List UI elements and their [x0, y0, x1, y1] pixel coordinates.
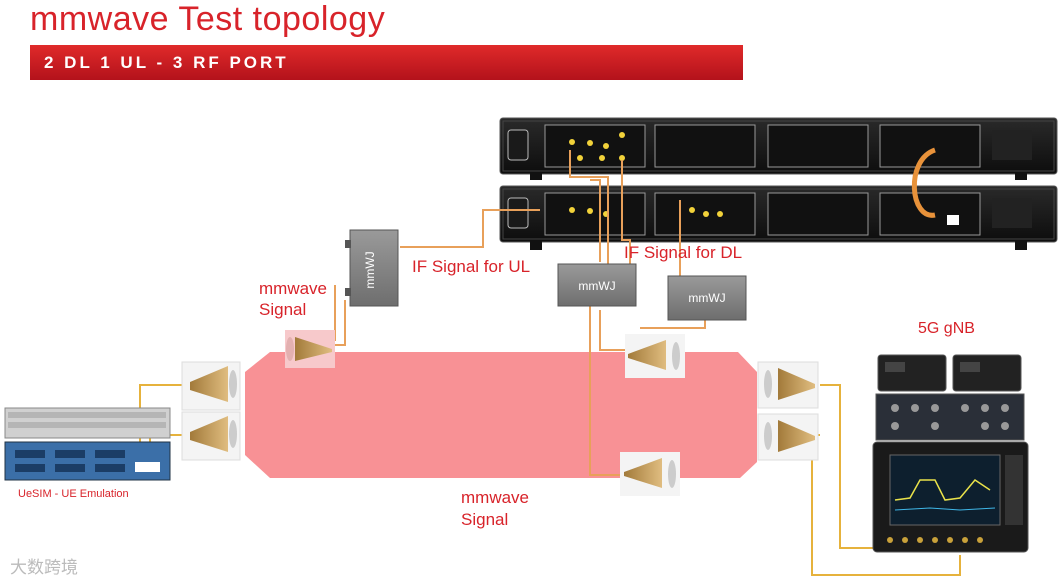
horn-antenna-chamber-dl2 [620, 452, 680, 496]
mmwj-converter-1: mmWJ [345, 229, 399, 307]
mmwave-signal-left-line1: mmwave [259, 279, 328, 298]
horn-antenna-right-top [757, 361, 819, 409]
mmwave-signal-bottom-line1: mmwave [461, 488, 530, 507]
if-signal-ul-label: IF Signal for UL [412, 257, 531, 276]
subtitle-text: 2 DL 1 UL - 3 RF PORT [44, 53, 289, 72]
mmwave-signal-left-line2: Signal [259, 300, 307, 319]
rf-head-rack-top [499, 117, 1058, 180]
page-title: mmwave Test topology [30, 0, 386, 38]
mmwj-converter-3: mmWJ [667, 275, 747, 321]
loopback-cable [911, 147, 937, 218]
rf-chamber [245, 352, 757, 478]
mmwj-converter-1-label: mmWJ [363, 251, 377, 288]
horn-antenna-right-bottom [757, 413, 819, 461]
gnb-equipment [872, 354, 1029, 553]
mmwave-signal-bottom-line2: Signal [461, 510, 509, 529]
uesim-label: UeSIM - UE Emulation [18, 488, 129, 500]
gnb-label: 5G gNB [918, 320, 975, 337]
if-signal-dl-label: IF Signal for DL [624, 243, 743, 262]
horn-antenna-chamber-dl1 [625, 334, 685, 378]
mmwj-converter-2-label: mmWJ [578, 279, 615, 293]
subtitle-banner: 2 DL 1 UL - 3 RF PORT [30, 45, 743, 80]
mmwj-converter-2: mmWJ [557, 263, 637, 307]
horn-antenna-left-top [181, 361, 241, 411]
uesim-equipment [4, 407, 171, 481]
watermark-text: 大数跨境 [10, 558, 78, 578]
horn-antenna-chamber-ul [285, 330, 335, 368]
horn-antenna-left-bottom [181, 411, 241, 461]
rf-head-rack-bottom [499, 185, 1058, 250]
mmwj-converter-3-label: mmWJ [688, 291, 725, 305]
